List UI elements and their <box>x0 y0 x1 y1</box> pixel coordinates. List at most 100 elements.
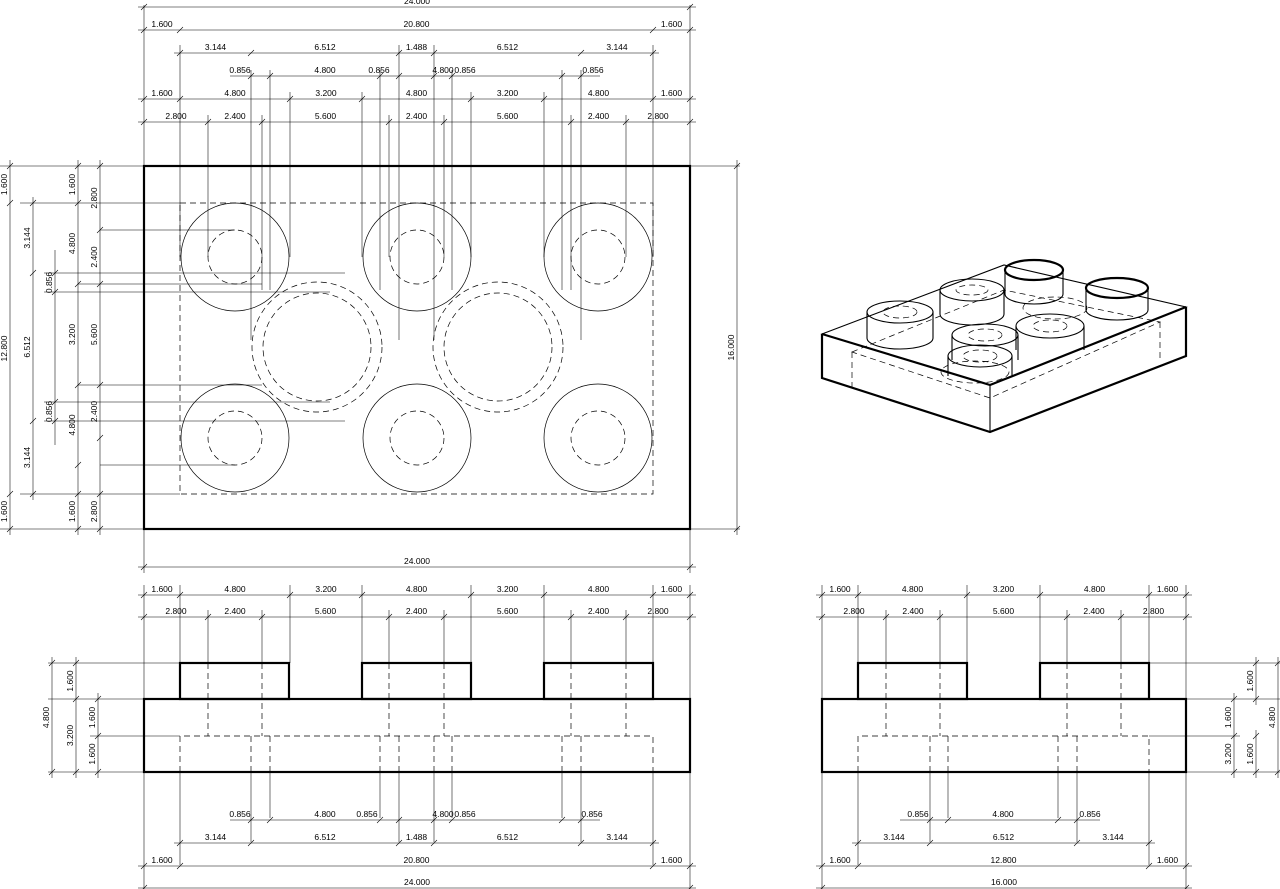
dimension-label: 5.600 <box>315 606 337 616</box>
iso-stud <box>951 323 1019 360</box>
dimension-tick <box>204 118 212 126</box>
dimension-tick <box>430 816 438 824</box>
dimension-label: 1.600 <box>829 584 851 594</box>
dimension-tick <box>96 280 104 288</box>
dimension-tick <box>577 72 585 80</box>
dimension-label: 0.856 <box>581 809 603 819</box>
dimension-label: 1.600 <box>151 88 173 98</box>
dimension-tick <box>395 72 403 80</box>
dimension-tick <box>72 695 80 703</box>
dimension-tick <box>29 417 37 425</box>
dimension-label: 12.800 <box>991 855 1017 865</box>
dimension-tick <box>944 816 952 824</box>
dimension-label: 2.400 <box>406 111 428 121</box>
dimension-tick <box>1145 862 1153 870</box>
top-view-vertical-dimensions: 1.60012.8001.6003.1446.5123.1440.8560.85… <box>0 160 741 535</box>
dimension-tick <box>686 563 694 571</box>
dimension-label: 1.600 <box>65 670 75 692</box>
dimension-tick <box>688 884 694 889</box>
stud-hole <box>207 229 263 285</box>
dimension-label: 2.400 <box>406 606 428 616</box>
dimension-tick <box>1145 839 1153 847</box>
dimension-label: 24.000 <box>404 877 430 887</box>
dimension-label: 1.600 <box>661 88 683 98</box>
dimension-label: 16.000 <box>991 877 1017 887</box>
iso-stud <box>947 344 1013 376</box>
dimension-label: 1.600 <box>1245 670 1255 692</box>
dimension-tick <box>266 816 274 824</box>
dimension-tick <box>51 417 59 425</box>
top-view-left-extension-lines <box>0 165 740 530</box>
dimension-tick <box>686 26 694 34</box>
dimension-tick <box>733 162 741 170</box>
side-view-stud <box>856 661 969 701</box>
stud <box>362 383 472 493</box>
dimension-tick <box>140 591 148 599</box>
dimension-tick <box>74 490 82 498</box>
dimension-tick <box>96 525 104 533</box>
dimension-label: 2.800 <box>165 111 187 121</box>
dimension-label: 1.600 <box>1245 743 1255 765</box>
dimension-label: 2.800 <box>165 606 187 616</box>
dimension-label: 2.400 <box>588 111 610 121</box>
dimension-tick <box>1036 591 1044 599</box>
dimension-label: 1.600 <box>151 855 173 865</box>
dimension-tick <box>818 613 826 621</box>
stud-hole <box>207 410 263 466</box>
dimension-label: 0.856 <box>356 809 378 819</box>
dimension-tick <box>440 613 448 621</box>
dimension-label: 4.800 <box>67 414 77 436</box>
dimension-label: 6.512 <box>314 42 336 52</box>
dimension-tick <box>74 461 82 469</box>
dimension-label: 1.600 <box>67 501 77 523</box>
dimension-tick <box>1182 591 1190 599</box>
dimension-label: 1.600 <box>661 19 683 29</box>
dimension-tick <box>376 72 384 80</box>
dimension-tick <box>140 118 148 126</box>
dimension-tick <box>94 768 102 776</box>
dimension-tick <box>686 118 694 126</box>
dimension-label: 2.800 <box>1143 606 1165 616</box>
dimension-tick <box>6 162 14 170</box>
dimension-tick <box>72 659 80 667</box>
dimension-label: 3.144 <box>883 832 905 842</box>
top-view-inner-cavity <box>179 202 654 495</box>
dimension-label: 0.856 <box>229 65 251 75</box>
dimension-tick <box>649 839 657 847</box>
dimension-tick <box>176 862 184 870</box>
dimension-tick <box>51 269 59 277</box>
stud-hole <box>389 229 445 285</box>
dimension-tick <box>142 884 148 889</box>
dimension-label: 5.600 <box>993 606 1015 616</box>
dimension-tick <box>430 839 438 847</box>
dimension-tick <box>72 768 80 776</box>
dimension-tick <box>467 95 475 103</box>
dimension-tick <box>1274 660 1280 667</box>
dimension-tick <box>1054 816 1062 824</box>
dimension-label: 1.600 <box>151 19 173 29</box>
side-view-body <box>820 697 1188 774</box>
dimension-label: 0.856 <box>1079 809 1101 819</box>
dimension-tick <box>94 732 102 740</box>
dimension-tick <box>1117 613 1125 621</box>
dimension-tick <box>176 591 184 599</box>
dimension-tick <box>686 591 694 599</box>
dimension-tick <box>140 862 148 870</box>
dimension-tick <box>74 525 82 533</box>
dimension-tick <box>649 862 657 870</box>
dimension-label: 0.856 <box>454 809 476 819</box>
dimension-tick <box>622 118 630 126</box>
dimension-tick <box>94 695 102 703</box>
dimension-label: 4.800 <box>406 88 428 98</box>
dimension-tick <box>1274 769 1280 776</box>
dimension-tick <box>6 199 14 207</box>
front-view-stud <box>542 661 655 701</box>
dimension-label: 0.856 <box>44 401 54 423</box>
front-view-extension-lines <box>48 585 691 889</box>
dimension-label: 3.200 <box>993 584 1015 594</box>
dimension-tick <box>854 839 862 847</box>
dimension-tick <box>74 280 82 288</box>
dimension-tick <box>558 816 566 824</box>
